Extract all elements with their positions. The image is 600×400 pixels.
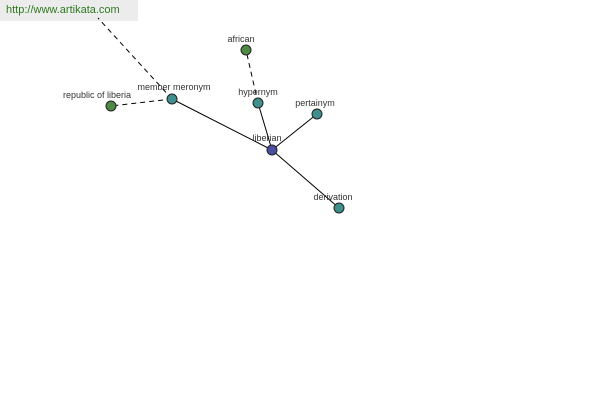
node-derivation[interactable] [333, 202, 345, 214]
labels-layer: liberian member meronym hypernym pertainym d… [63, 34, 353, 202]
nodes-layer [105, 44, 345, 214]
edge-liberian-to-derivation [271, 149, 340, 209]
node-member-meronym[interactable] [166, 93, 178, 105]
node-label-liberian: liberian [252, 133, 281, 143]
edge-member-meronym-to-offscreen-top [97, 17, 173, 100]
node-label-republic-of-liberia: republic of liberia [63, 90, 131, 100]
edge-member-meronym-to-republic-of-liberia [110, 98, 173, 107]
node-liberian[interactable] [266, 144, 278, 156]
edge-hypernym-to-african [245, 49, 259, 104]
node-label-member-meronym: member meronym [137, 82, 210, 92]
node-label-pertainym: pertainym [295, 98, 335, 108]
node-pertainym[interactable] [311, 108, 323, 120]
node-republic-of-liberia[interactable] [105, 100, 117, 112]
node-label-hypernym: hypernym [238, 87, 278, 97]
node-hypernym[interactable] [252, 97, 264, 109]
site-url-link[interactable]: http://www.artikata.com [0, 0, 138, 21]
edge-liberian-to-hypernym [257, 102, 273, 151]
node-african[interactable] [240, 44, 252, 56]
edges-layer [97, 17, 340, 209]
edge-liberian-to-member-meronym [171, 98, 273, 151]
node-label-african: african [227, 34, 254, 44]
node-label-derivation: derivation [313, 192, 352, 202]
edge-liberian-to-pertainym [271, 113, 318, 151]
